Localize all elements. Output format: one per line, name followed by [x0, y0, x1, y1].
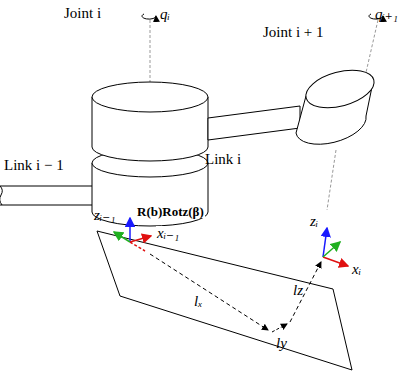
rotation-label: R(b)Rotz(β)	[136, 205, 205, 218]
offset-label: lz	[293, 283, 303, 298]
joint-label: Joint i	[64, 6, 101, 21]
axis-label: zᵢ₋₁	[94, 208, 115, 223]
link-label: Link i	[205, 152, 241, 167]
joint-variable: qᵢ	[160, 7, 170, 22]
axis-label: xᵢ	[352, 262, 361, 277]
offset-label: ly	[276, 336, 287, 351]
joint-label: Joint i + 1	[263, 25, 324, 40]
link-label: Link i − 1	[4, 158, 64, 173]
axis-label: xᵢ₋₁	[156, 226, 180, 241]
offset-label: lₓ	[194, 294, 202, 309]
axis-label: zᵢ	[310, 214, 318, 229]
joint-variable: qᵢ₊₁	[375, 7, 398, 22]
